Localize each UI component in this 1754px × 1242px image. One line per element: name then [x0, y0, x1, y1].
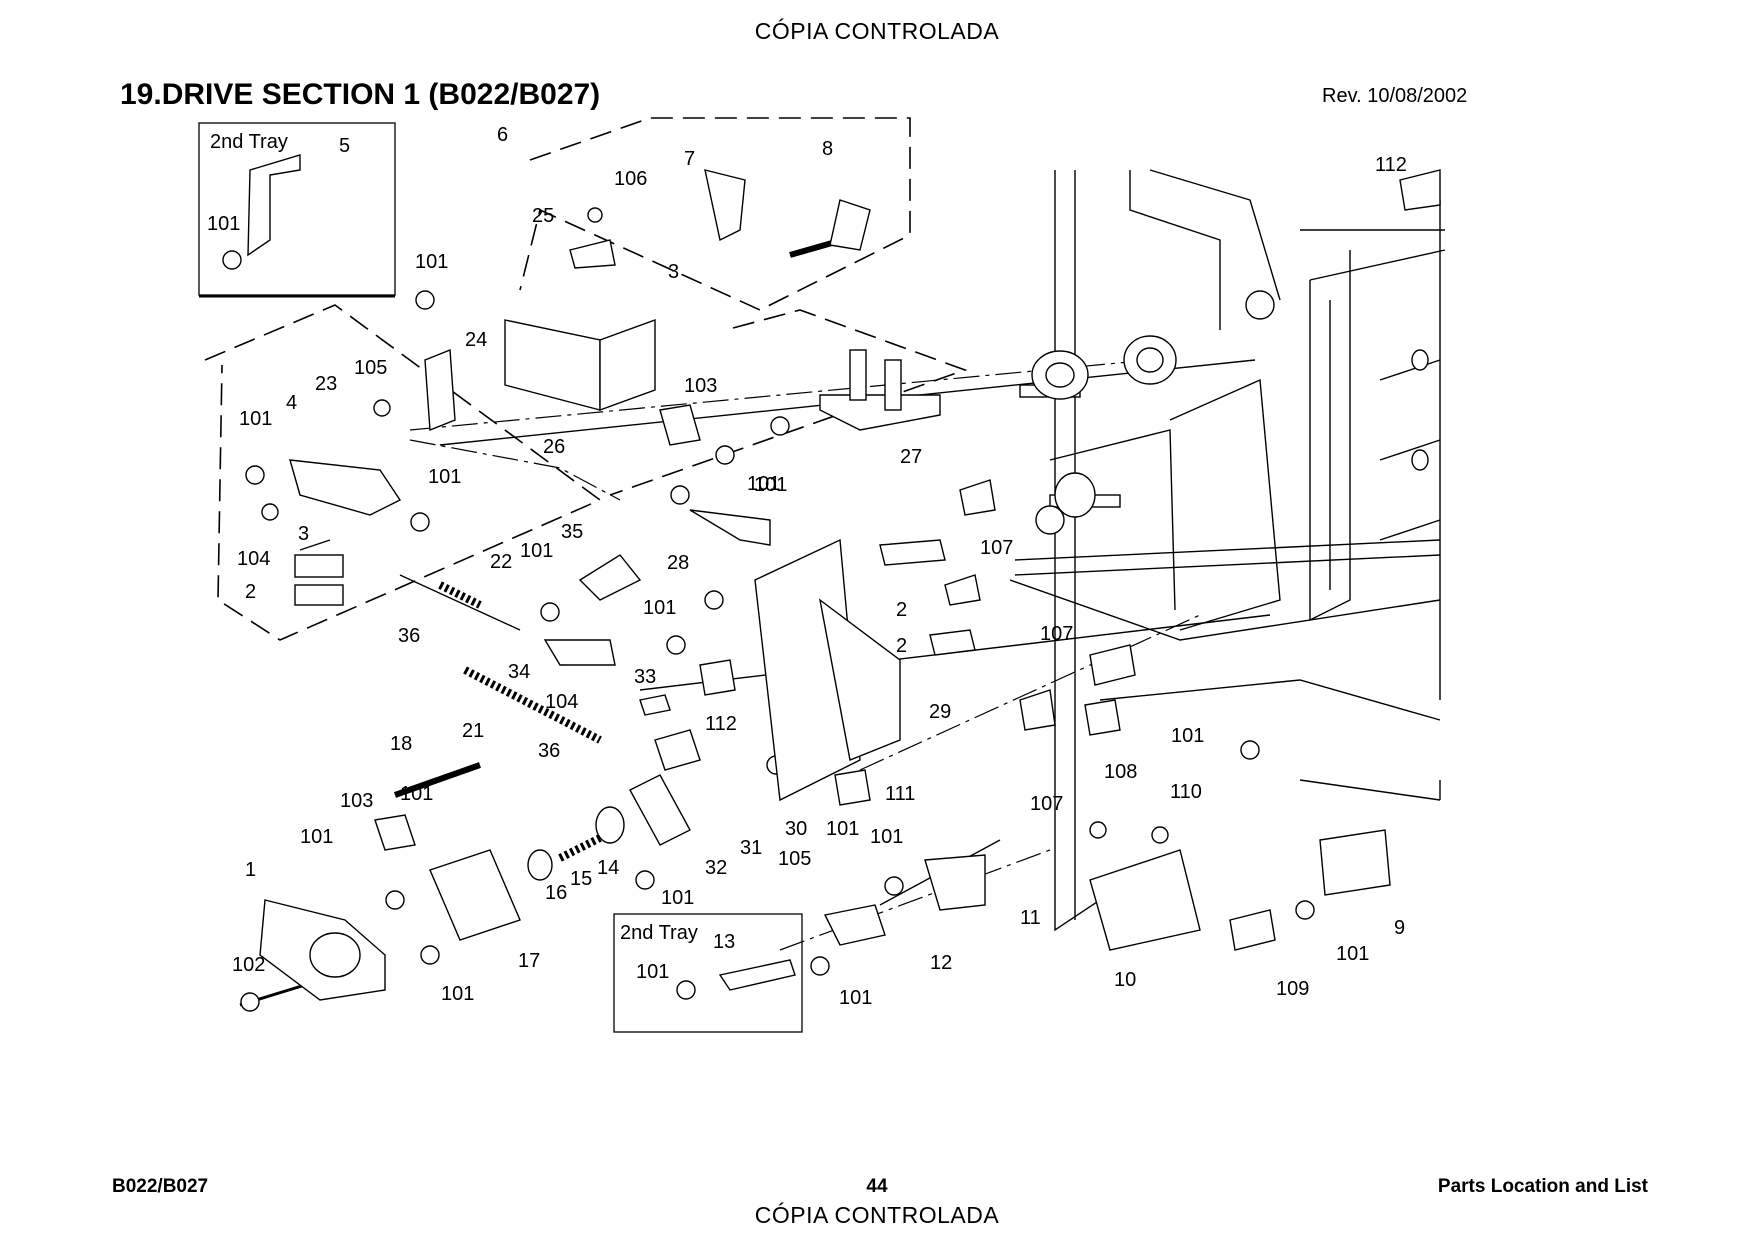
callout-label: 23: [315, 373, 337, 395]
callout-label: 111: [885, 783, 915, 805]
callout-label: 33: [634, 666, 656, 688]
callout-label: 2: [896, 635, 907, 657]
callout-label: 101: [428, 466, 461, 488]
callout-label: 104: [545, 691, 578, 713]
callout-label: 16: [545, 882, 567, 904]
callout-label: 28: [667, 552, 689, 574]
callout-label: 35: [561, 521, 583, 543]
footer-section: Parts Location and List: [1437, 1176, 1648, 1197]
callout-label: 101: [870, 826, 903, 848]
assembly-outline-6: [519, 117, 911, 311]
callout-label: 18: [390, 733, 412, 755]
callout-label: 101: [415, 251, 448, 273]
callout-label: 3: [668, 261, 679, 283]
callout-label: 9: [1394, 917, 1405, 939]
callout-label: 10: [1114, 969, 1136, 991]
callout-label: 31: [740, 837, 762, 859]
callout-label: 102: [232, 954, 265, 976]
callout-label: 12: [930, 952, 952, 974]
callout-label: 104: [237, 548, 270, 570]
callout-label: 14: [597, 857, 619, 879]
callout-label: 101: [636, 961, 669, 983]
inset-label-top: 2nd Tray: [210, 131, 288, 153]
callout-label: 101: [1171, 725, 1204, 747]
callout-label: 36: [398, 625, 420, 647]
callout-label: 11: [1020, 907, 1041, 929]
callout-label: 105: [778, 848, 811, 870]
callout-label: 17: [518, 950, 540, 972]
callout-label: 21: [462, 720, 484, 742]
callout-label: 101: [747, 473, 780, 495]
callout-label: 101: [826, 818, 859, 840]
callout-label: 112: [705, 713, 737, 735]
callout-label: 101: [207, 213, 240, 235]
callout-label: 106: [614, 168, 647, 190]
callout-label: 5: [339, 135, 350, 157]
callout-label: 34: [508, 661, 530, 683]
controlled-copy-watermark-top: CÓPIA CONTROLADA: [754, 18, 1000, 44]
callout-label: 107: [1040, 623, 1073, 645]
page-title: 19.DRIVE SECTION 1 (B022/B027): [120, 78, 601, 111]
inset-label-bottom: 2nd Tray: [620, 922, 698, 944]
callout-label: 8: [822, 138, 833, 160]
controlled-copy-watermark-bottom: CÓPIA CONTROLADA: [754, 1202, 1000, 1228]
callout-label: 108: [1104, 761, 1137, 783]
callout-label: 103: [340, 790, 373, 812]
assembly-outline-27: [609, 309, 968, 496]
callout-label: 29: [929, 701, 951, 723]
callout-label: 107: [1030, 793, 1063, 815]
machine-frame: [1009, 169, 1446, 932]
callout-label: 101: [839, 987, 872, 1009]
callout-label: 22: [490, 551, 512, 573]
callout-label: 24: [465, 329, 487, 351]
callout-label: 101: [300, 826, 333, 848]
callout-label: 110: [1170, 781, 1202, 803]
callout-label: 30: [785, 818, 807, 840]
callout-label: 107: [980, 537, 1013, 559]
callout-label: 4: [286, 392, 297, 414]
callout-label: 105: [354, 357, 387, 379]
callout-label: 101: [661, 887, 694, 909]
callout-label: 13: [713, 931, 735, 953]
callout-label: 101: [643, 597, 676, 619]
part-sketches: [222, 154, 1441, 1012]
callout-label: 101: [520, 540, 553, 562]
callout-label: 2: [896, 599, 907, 621]
revision-date: Rev. 10/08/2002: [1322, 85, 1468, 107]
callout-label: 2: [245, 581, 256, 603]
callout-label: 101: [754, 474, 787, 496]
callout-label: 101: [441, 983, 474, 1005]
callout-label: 15: [570, 868, 592, 890]
callout-label: 27: [900, 446, 922, 468]
footer-model: B022/B027: [112, 1176, 209, 1197]
callout-label: 7: [684, 148, 695, 170]
callout-label: 36: [538, 740, 560, 762]
callout-label: 101: [1336, 943, 1369, 965]
footer-page-number: 44: [866, 1176, 888, 1197]
inset-box-bottom: [613, 913, 803, 1033]
callout-labels: 1 2 2 2 3 3 4 5 6 7 8 9 10 11 12 13 14 1…: [207, 124, 1407, 1009]
assembly-outline-left: [204, 304, 602, 641]
callout-label: 6: [497, 124, 508, 146]
callout-label: 32: [705, 857, 727, 879]
callout-label: 3: [298, 523, 309, 545]
callout-label: 103: [684, 375, 717, 397]
callout-label: 109: [1276, 978, 1309, 1000]
callout-label: 26: [543, 436, 565, 458]
callout-label: 112: [1375, 154, 1407, 176]
callout-label: 25: [532, 205, 554, 227]
callout-label: 1: [245, 859, 256, 881]
callout-label: 101: [400, 783, 433, 805]
callout-label: 101: [239, 408, 272, 430]
